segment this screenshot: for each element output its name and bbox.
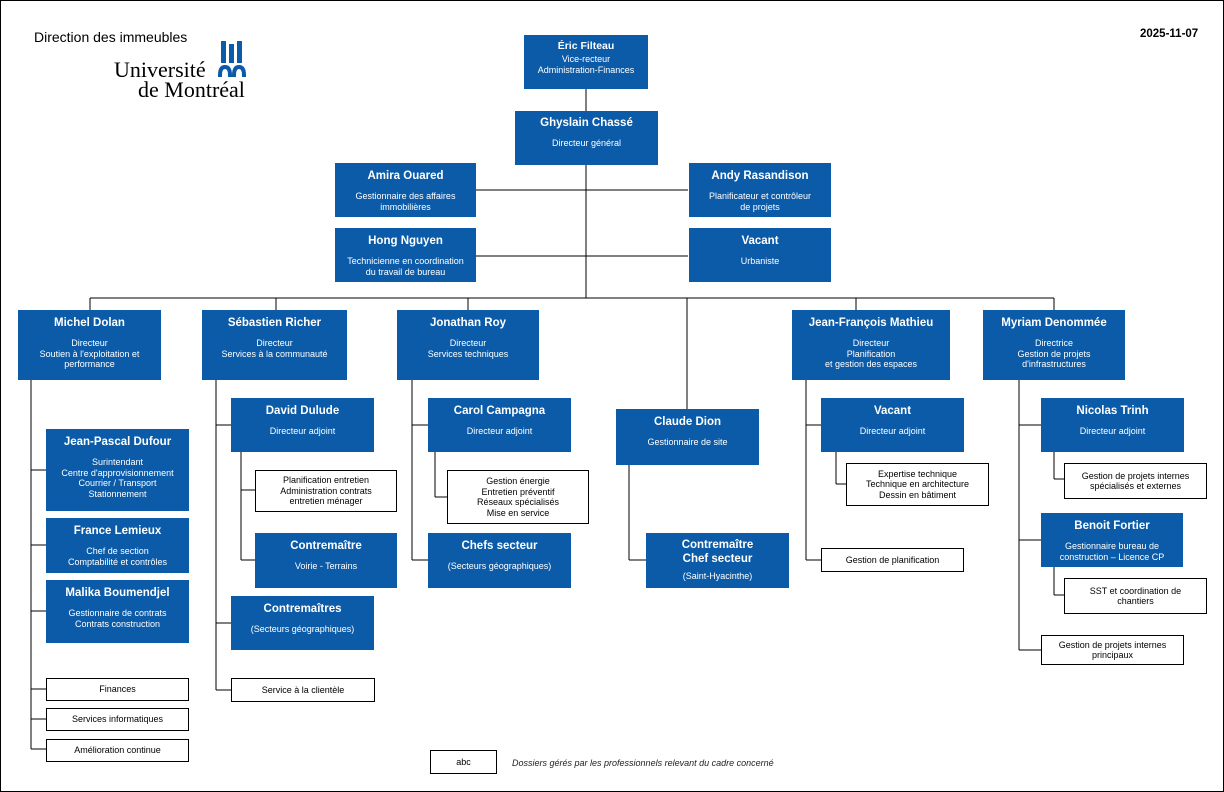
- box-vacant-urbaniste: Vacant Urbaniste: [689, 228, 831, 282]
- box-title: Voirie - Terrains: [294, 561, 358, 571]
- box-name: Contremaître: [290, 540, 362, 552]
- university-name-line1: Université: [114, 57, 206, 82]
- box-title: Directeur Services techniques: [427, 338, 509, 359]
- box-vacant-directeur-adjoint: Vacant Directeur adjoint: [821, 398, 964, 452]
- box-name: Jean-Pascal Dufour: [63, 436, 172, 448]
- box-contremaitre-voirie: Contremaître Voirie - Terrains: [255, 533, 397, 588]
- box-ghyslain-chasse: Ghyslain Chassé Directeur général: [515, 111, 658, 165]
- box-title: (Saint-Hyacinthe): [682, 571, 753, 581]
- wbox-amelioration-continue: Amélioration continue: [46, 739, 189, 762]
- box-name: France Lemieux: [73, 525, 162, 537]
- box-name: Benoit Fortier: [1074, 520, 1150, 532]
- box-name: Ghyslain Chassé: [540, 117, 633, 129]
- box-name: Malika Boumendjel: [65, 587, 170, 599]
- box-title: Directeur adjoint: [1079, 426, 1146, 436]
- box-title: Vice-recteur Administration-Finances: [537, 54, 635, 75]
- box-jean-pascal-dufour: Jean-Pascal Dufour Surintendant Centre d…: [46, 429, 189, 511]
- box-title: Directeur adjoint: [466, 426, 533, 436]
- wbox-gestion-energie: Gestion énergie Entretien préventif Rése…: [447, 470, 589, 524]
- box-title: Gestionnaire bureau de construction – Li…: [1059, 541, 1165, 562]
- box-name: Hong Nguyen: [368, 235, 443, 247]
- wbox-planification-entretien: Planification entretien Administration c…: [255, 470, 397, 512]
- box-title: Directeur adjoint: [269, 426, 336, 436]
- box-contremaitres-secteurs: Contremaîtres (Secteurs géographiques): [231, 596, 374, 650]
- box-title: Directeur Services à la communauté: [221, 338, 328, 359]
- box-name: Éric Filteau: [557, 40, 615, 52]
- box-title: Urbaniste: [740, 256, 780, 266]
- wbox-services-informatiques: Services informatiques: [46, 708, 189, 731]
- box-carol-campagna: Carol Campagna Directeur adjoint: [428, 398, 571, 452]
- box-name: Contremaître Chef secteur: [681, 539, 754, 565]
- box-name: Vacant: [741, 235, 779, 247]
- legend-sample-box: abc: [430, 750, 497, 774]
- box-name: Andy Rasandison: [711, 170, 809, 182]
- box-name: Chefs secteur: [461, 540, 538, 552]
- box-michel-dolan: Michel Dolan Directeur Soutien à l'explo…: [18, 310, 161, 380]
- box-myriam-denommee: Myriam Denommée Directrice Gestion de pr…: [983, 310, 1125, 380]
- box-claude-dion: Claude Dion Gestionnaire de site: [616, 409, 759, 465]
- box-jonathan-roy: Jonathan Roy Directeur Services techniqu…: [397, 310, 539, 380]
- box-name: Jonathan Roy: [429, 317, 507, 329]
- legend-text: Dossiers gérés par les professionnels re…: [512, 758, 774, 768]
- wbox-service-clientele: Service à la clientèle: [231, 678, 375, 702]
- box-eric-filteau: Éric Filteau Vice-recteur Administration…: [524, 35, 648, 89]
- box-chefs-secteur: Chefs secteur (Secteurs géographiques): [428, 533, 571, 588]
- box-title: Gestionnaire de site: [647, 437, 728, 447]
- box-jean-francois-mathieu: Jean-François Mathieu Directeur Planific…: [792, 310, 950, 380]
- box-malika-boumendjel: Malika Boumendjel Gestionnaire de contra…: [46, 580, 189, 643]
- wbox-expertise-technique: Expertise technique Technique en archite…: [846, 463, 989, 506]
- box-title: Gestionnaire des affaires immobilières: [355, 191, 456, 212]
- box-title: Technicienne en coordination du travail …: [347, 256, 464, 277]
- box-name: Nicolas Trinh: [1076, 405, 1149, 417]
- box-france-lemieux: France Lemieux Chef de section Comptabil…: [46, 518, 189, 573]
- box-benoit-fortier: Benoit Fortier Gestionnaire bureau de co…: [1041, 513, 1183, 567]
- org-chart-date: 2025-11-07: [1140, 28, 1199, 40]
- university-logo-icon: [218, 41, 246, 77]
- box-sebastien-richer: Sébastien Richer Directeur Services à la…: [202, 310, 347, 380]
- department-name: Direction des immeubles: [34, 29, 188, 45]
- box-amira-ouared: Amira Ouared Gestionnaire des affaires i…: [335, 163, 476, 217]
- box-title: Directeur général: [551, 138, 622, 148]
- wbox-projets-principaux: Gestion de projets internes principaux: [1041, 635, 1184, 665]
- university-name-line2: de Montréal: [138, 77, 245, 102]
- box-name: Amira Ouared: [367, 170, 444, 182]
- box-name: Claude Dion: [653, 416, 722, 428]
- box-hong-nguyen: Hong Nguyen Technicienne en coordination…: [335, 228, 476, 282]
- box-nicolas-trinh: Nicolas Trinh Directeur adjoint: [1041, 398, 1184, 452]
- box-name: Jean-François Mathieu: [808, 317, 934, 329]
- box-name: Contremaîtres: [263, 603, 342, 615]
- box-andy-rasandison: Andy Rasandison Planificateur et contrôl…: [689, 163, 831, 217]
- wbox-gestion-planification: Gestion de planification: [821, 548, 964, 572]
- box-name: David Dulude: [265, 405, 340, 417]
- box-name: Vacant: [873, 405, 912, 417]
- box-title: (Secteurs géographiques): [250, 624, 355, 634]
- box-chef-secteur-st-hyacinthe: Contremaître Chef secteur (Saint-Hyacint…: [646, 533, 789, 588]
- box-david-dulude: David Dulude Directeur adjoint: [231, 398, 374, 452]
- box-title: Gestionnaire de contrats Contrats constr…: [68, 608, 167, 629]
- box-title: Directeur Soutien à l'exploitation et pe…: [39, 338, 140, 369]
- box-name: Michel Dolan: [54, 317, 125, 329]
- wbox-projets-speciaux: Gestion de projets internes spécialisés …: [1064, 463, 1207, 499]
- box-title: Directrice Gestion de projets d'infrastr…: [1017, 338, 1091, 369]
- box-title: Directeur Planification et gestion des e…: [824, 338, 918, 369]
- box-title: (Secteurs géographiques): [447, 561, 552, 571]
- box-title: Surintendant Centre d'approvisionnement …: [61, 457, 174, 499]
- wbox-finances: Finances: [46, 678, 189, 701]
- box-title: Planificateur et contrôleur de projets: [708, 191, 812, 212]
- box-name: Sébastien Richer: [227, 317, 322, 329]
- box-name: Myriam Denommée: [1001, 317, 1107, 329]
- box-name: Carol Campagna: [453, 405, 546, 417]
- box-title: Chef de section Comptabilité et contrôle…: [67, 546, 168, 567]
- box-title: Directeur adjoint: [859, 426, 926, 436]
- wbox-sst-coordination: SST et coordination de chantiers: [1064, 578, 1207, 614]
